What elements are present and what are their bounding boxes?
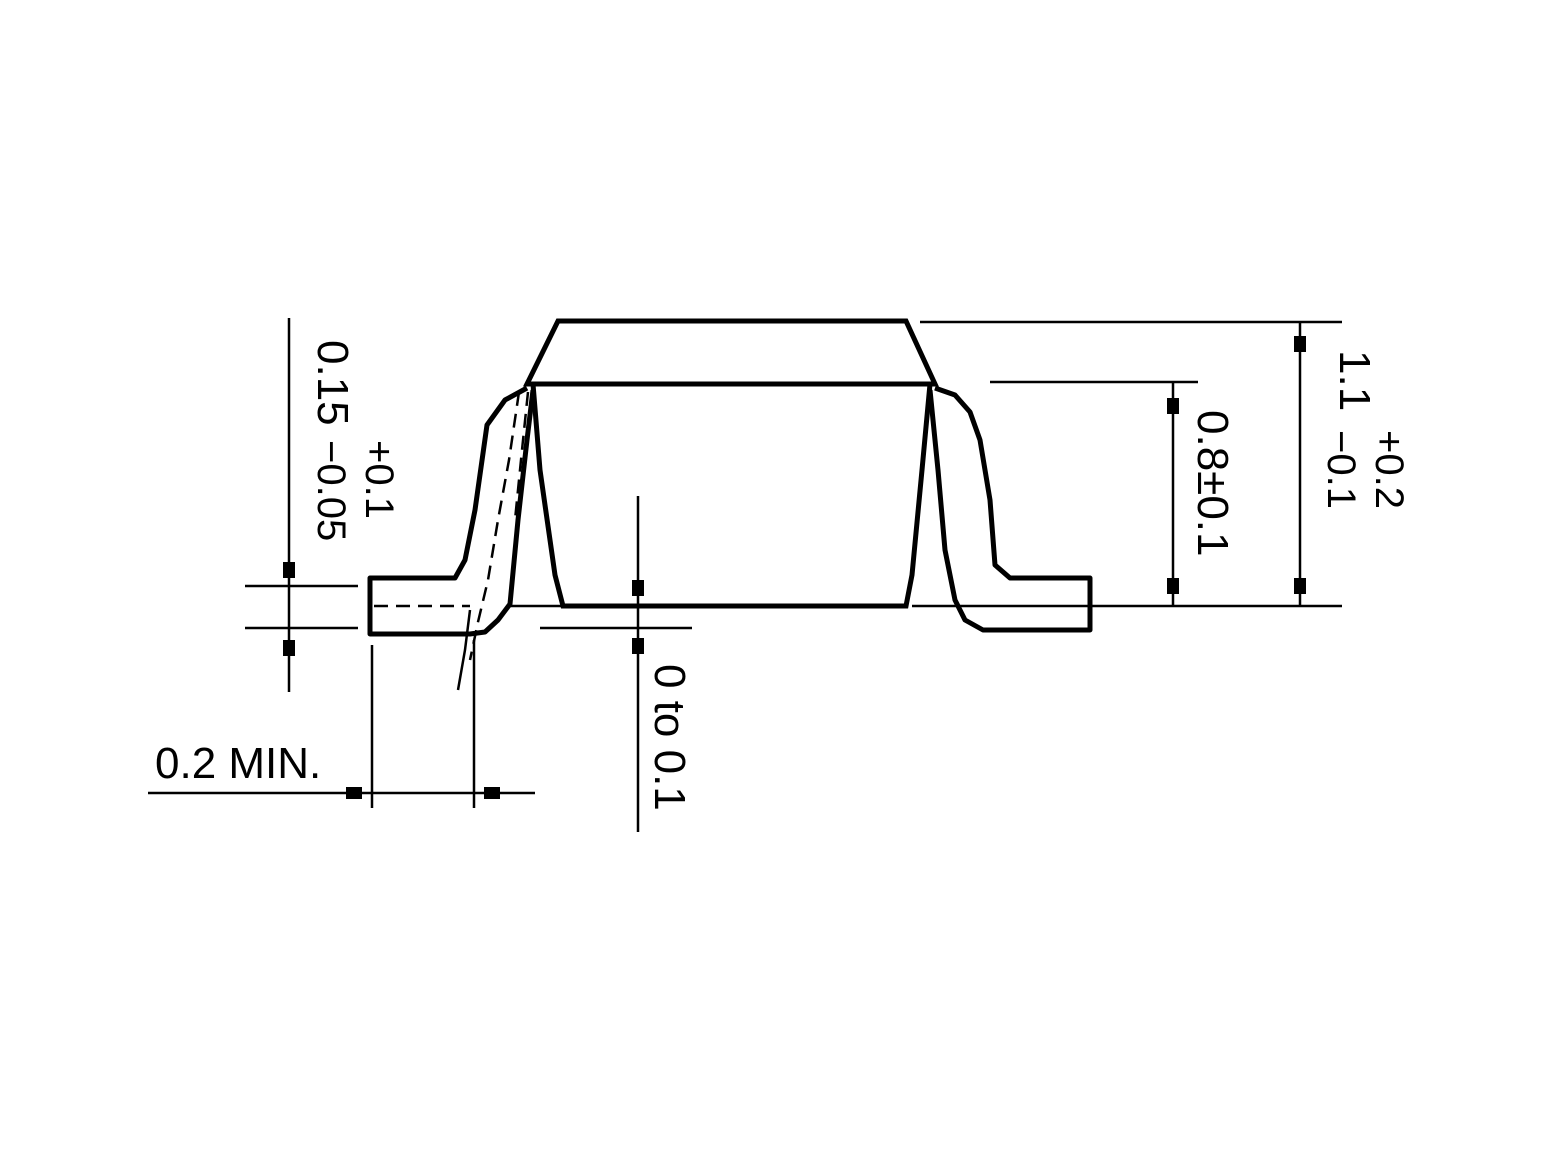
right-lead-outline <box>927 385 1093 633</box>
package-body <box>522 318 939 609</box>
body-height-label: 0.8±0.1 <box>1188 410 1237 556</box>
lead-thickness-arrow-top <box>283 562 295 578</box>
lead-thickness-plus-tol: +0.1 <box>357 440 401 519</box>
lead-offset-arrow-left <box>346 787 362 799</box>
total-height-minus-tol: −0.1 <box>1319 430 1363 509</box>
right-lead <box>927 385 1093 633</box>
base-lines <box>510 320 1342 630</box>
left-lead <box>367 385 536 691</box>
body-height-arrow-top <box>1167 398 1179 414</box>
total-height-nominal: 1.1 <box>1330 350 1379 411</box>
lead-thickness-arrow-bottom <box>283 640 295 656</box>
body-height-arrow-bottom <box>1167 578 1179 594</box>
lead-offset-arrow-right <box>484 787 500 799</box>
lead-thickness-dimension: 0.15 +0.1 −0.05 <box>245 318 401 692</box>
body-lower-left-edge <box>530 383 933 609</box>
total-height-arrow-bottom <box>1294 578 1306 594</box>
left-lead-outer-edge <box>367 385 536 637</box>
body-top-trapezoid <box>522 318 939 387</box>
standoff-dimension: 0 to 0.1 <box>632 496 694 832</box>
body-height-dimension: 0.8±0.1 <box>1167 382 1237 606</box>
total-height-dimension: 1.1 −0.1 +0.2 <box>1294 322 1411 606</box>
lead-thickness-minus-tol: −0.05 <box>309 440 353 541</box>
lead-thickness-nominal: 0.15 <box>308 340 357 426</box>
standoff-arrow-bottom <box>632 638 644 654</box>
total-height-arrow-top <box>1294 336 1306 352</box>
standoff-arrow-top <box>632 580 644 596</box>
total-height-plus-tol: +0.2 <box>1367 430 1411 509</box>
lead-offset-label: 0.2 MIN. <box>155 739 321 788</box>
standoff-label: 0 to 0.1 <box>645 664 694 811</box>
lead-offset-dimension: 0.2 MIN. <box>148 640 535 808</box>
left-lead-bend-curve <box>456 609 472 691</box>
left-lead-dashed-outline <box>468 391 521 661</box>
